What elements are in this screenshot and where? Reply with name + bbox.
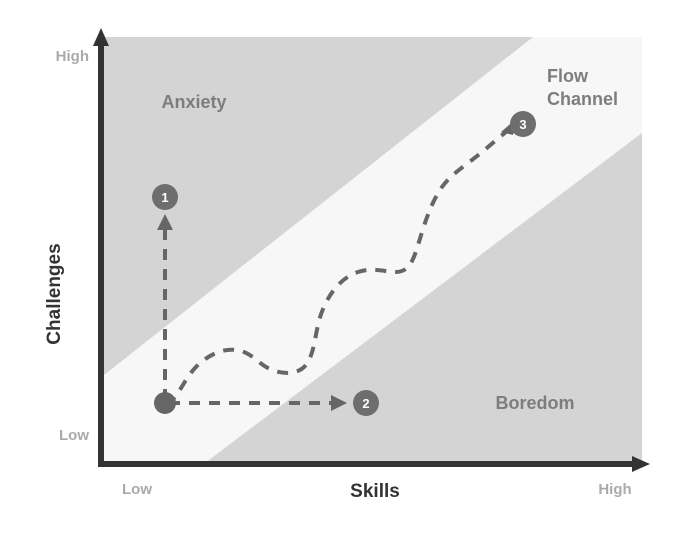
x-axis-high-label: High xyxy=(598,481,631,498)
origin-point xyxy=(154,392,176,414)
zone-label-boredom: Boredom xyxy=(495,393,574,413)
flow-path-line xyxy=(165,126,513,405)
zone-label-anxiety: Anxiety xyxy=(161,92,226,112)
y-axis-title: Challenges xyxy=(44,243,65,344)
plot-zones xyxy=(104,37,642,463)
zone-label-flow-line1: Flow xyxy=(547,66,589,86)
badge-1: 1 xyxy=(152,184,178,210)
anxiety-path-arrowhead xyxy=(157,214,173,230)
x-axis-low-label: Low xyxy=(122,481,152,498)
badge-3-label: 3 xyxy=(519,117,526,132)
badge-1-circle xyxy=(152,184,178,210)
axes xyxy=(93,28,650,472)
x-axis-arrowhead xyxy=(632,456,650,472)
x-axis-title: Skills xyxy=(350,481,400,502)
badge-3: 3 xyxy=(510,111,536,137)
anxiety-path xyxy=(157,214,173,400)
badge-2: 2 xyxy=(353,390,379,416)
badge-3-circle xyxy=(510,111,536,137)
badge-2-label: 2 xyxy=(362,396,369,411)
zone-flow-channel-band xyxy=(104,37,642,463)
zone-label-flow-line2: Channel xyxy=(547,89,618,109)
y-axis-arrowhead xyxy=(93,28,109,46)
badge-1-label: 1 xyxy=(161,190,168,205)
boredom-path-arrowhead xyxy=(331,395,347,411)
badge-2-circle xyxy=(353,390,379,416)
y-axis-high-label: High xyxy=(56,48,89,65)
boredom-path xyxy=(169,395,347,411)
y-axis-low-label: Low xyxy=(59,427,89,444)
